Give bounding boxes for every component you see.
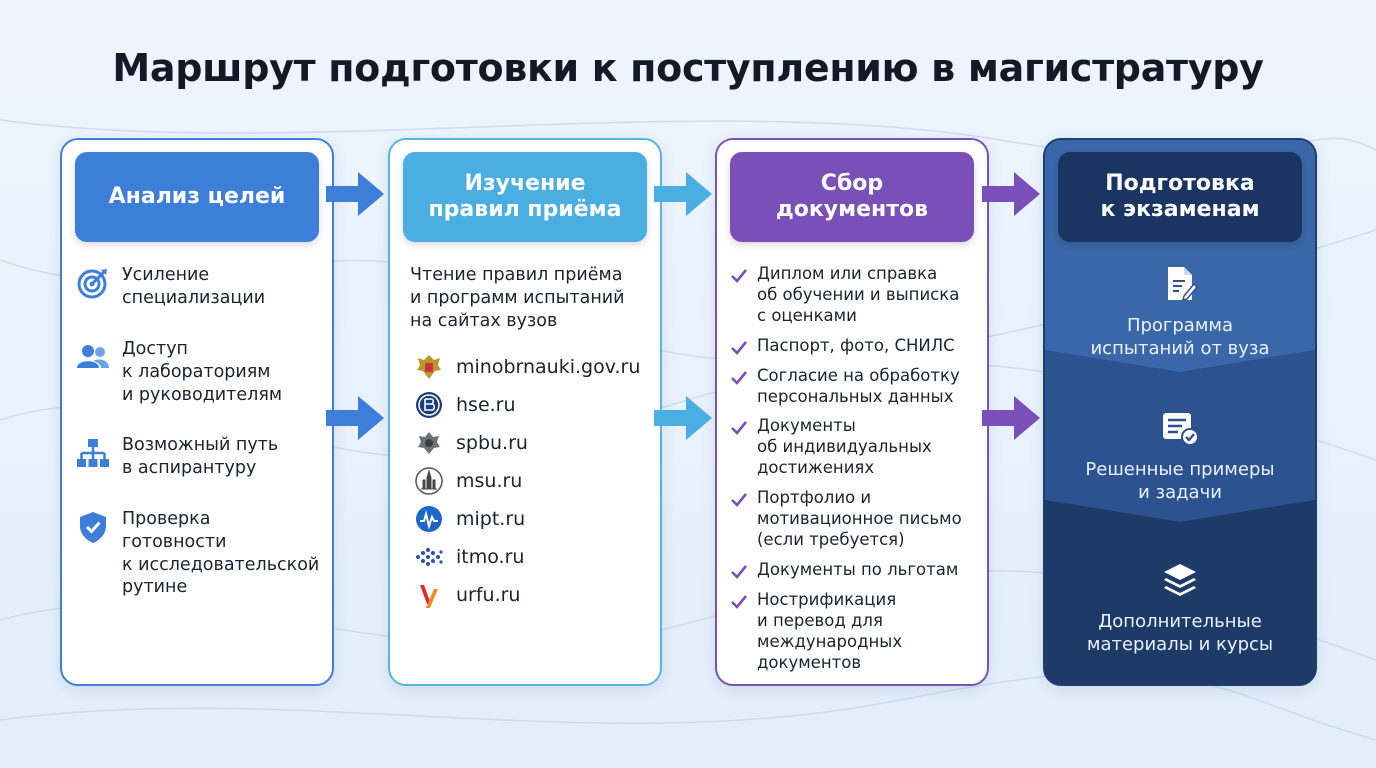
itmo-logo-icon [416,548,443,566]
check-icon [731,595,748,609]
column-exam-preparation: Подготовка к экзаменам Программа испытан… [1043,138,1317,686]
page-title: Маршрут подготовки к поступлению в магис… [112,46,1264,90]
list-item: Доступ к лабораториям и руководителям [76,338,332,406]
column-heading: Анализ целей [75,152,319,242]
list-item[interactable]: urfu.ru [414,580,520,610]
arrow-right-icon [982,172,1040,216]
document-edit-icon [1168,267,1199,302]
list-item: Паспорт, фото, СНИЛС [729,336,982,358]
list-item: Диплом или справка об обучении и выписка… [729,264,982,327]
arrow-right-icon [982,396,1040,440]
list-item[interactable]: msu.ru [414,466,522,496]
spbu-emblem-icon [418,432,440,454]
column-goals-analysis: Анализ целей Усиление специализации Дост… [60,138,334,686]
check-icon [731,493,748,507]
checklist-icon [1163,413,1199,446]
list-item: Решенные примеры и задачи [1045,408,1315,504]
list-item: Портфолио и мотивационное письмо (если т… [729,488,982,551]
list-item: Усиление специализации [76,264,332,310]
people-icon [77,345,109,368]
list-item[interactable]: hse.ru [414,390,516,420]
column-heading: Сбор документов [730,152,974,242]
list-item: Нострификация и перевод для международны… [729,590,982,674]
check-icon [731,565,748,579]
list-item[interactable]: minobrnauki.gov.ru [414,352,640,382]
arrow-right-icon [326,396,384,440]
msu-logo-icon [415,467,443,495]
list-item[interactable]: spbu.ru [414,428,528,458]
list-item[interactable]: itmo.ru [414,542,524,572]
urfu-logo-icon [420,585,438,608]
target-icon [77,269,107,299]
list-item: Документы по льготам [729,560,982,582]
check-icon [731,341,748,355]
check-icon [731,421,748,435]
mipt-logo-icon [416,506,442,532]
column-heading: Подготовка к экзаменам [1058,152,1302,242]
column-admission-rules: Изучение правил приёма Чтение правил при… [388,138,662,686]
hse-logo-icon [416,392,442,418]
list-item: Дополнительные материалы и курсы [1045,560,1315,656]
layers-icon [1164,564,1196,596]
shield-check-icon [80,512,106,543]
hierarchy-icon [77,439,109,467]
arrow-right-icon [654,396,712,440]
intro-text: Чтение правил приёма и программ испытани… [410,265,625,331]
list-item: Согласие на обработку персональных данны… [729,366,982,408]
list-item: Проверка готовности к исследовательской … [76,508,332,599]
arrow-right-icon [326,172,384,216]
minobrnauki-emblem-icon [417,355,441,379]
column-document-collection: Сбор документов Диплом или справка об об… [715,138,989,686]
arrow-right-icon [654,172,712,216]
list-item[interactable]: mipt.ru [414,504,525,534]
list-item: Документы об индивидуальных достижениях [729,416,982,479]
list-item: Возможный путь в аспирантуру [76,434,332,480]
check-icon [731,269,748,283]
check-icon [731,371,748,385]
list-item: Программа испытаний от вуза [1045,264,1315,360]
column-heading: Изучение правил приёма [403,152,647,242]
